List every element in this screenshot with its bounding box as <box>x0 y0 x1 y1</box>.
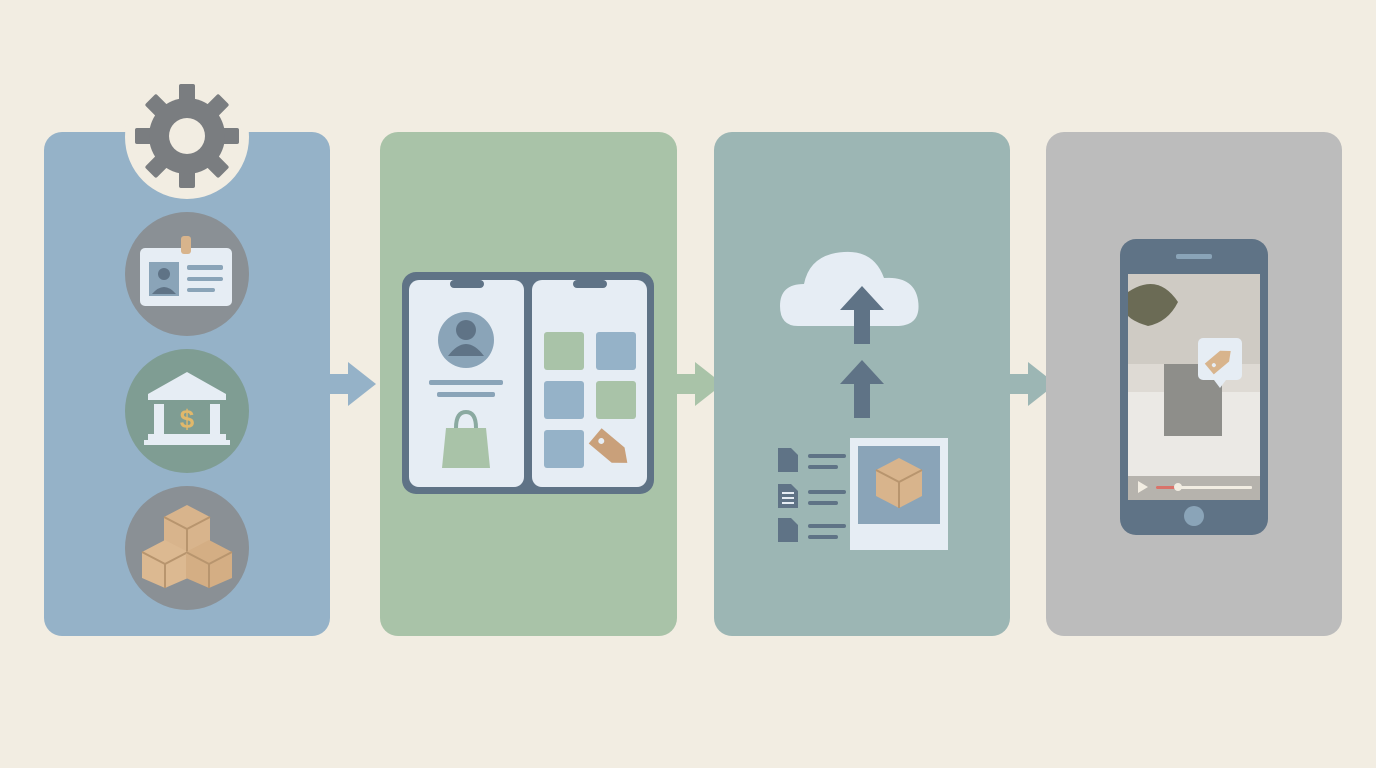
product-grid-icon <box>532 280 647 487</box>
price-tag-icon <box>1198 338 1242 388</box>
svg-text:$: $ <box>180 404 195 434</box>
bank-dollar-icon: $ <box>125 349 249 473</box>
cloud-upload-icon <box>780 251 919 418</box>
gear-icon <box>135 84 239 188</box>
profile-screen-icon <box>409 280 524 487</box>
id-card-icon <box>125 212 249 336</box>
product-photo-icon <box>850 438 948 550</box>
stage-storefront-panel <box>380 132 677 636</box>
arrow-right-icon <box>1010 358 1062 410</box>
price-tag-icon <box>588 428 628 463</box>
stage-shoppable-video-panel <box>1046 132 1342 636</box>
boxes-icon <box>125 486 249 610</box>
arrow-right-icon <box>677 358 729 410</box>
video-player-icon <box>1128 274 1260 500</box>
arrow-right-icon <box>330 358 382 410</box>
stage-upload-panel <box>714 132 1010 636</box>
stage-setup-panel: $ <box>44 132 330 636</box>
gear-badge <box>124 74 250 200</box>
shopping-bag-icon <box>442 409 490 468</box>
document-list-icon <box>778 448 846 542</box>
